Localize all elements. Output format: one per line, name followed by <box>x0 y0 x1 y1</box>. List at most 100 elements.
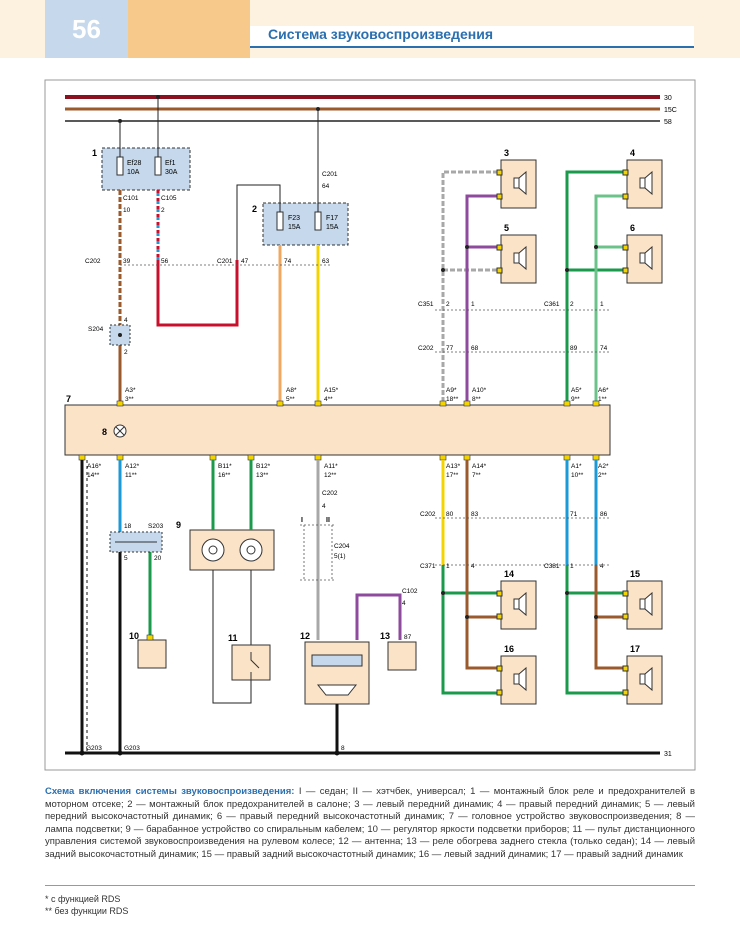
pin-a5: A5* <box>571 387 582 394</box>
fuse-f17-amp: 15A <box>326 224 339 231</box>
wire-green-4 <box>565 170 623 402</box>
pin-b12b: 13** <box>256 472 269 479</box>
pin-80: 80 <box>446 511 454 518</box>
wire-red <box>156 260 239 327</box>
label-7: 7 <box>66 394 71 404</box>
label-5: 5 <box>504 223 509 233</box>
c361-label: C361 <box>544 301 560 308</box>
wire-grey-dash-3 <box>441 170 497 402</box>
fuse-f23-icon <box>276 211 284 231</box>
c381-pin-1: 1 <box>570 563 574 570</box>
c351-pin-2: 2 <box>446 301 450 308</box>
c102-label: C102 <box>402 588 418 595</box>
c381-pin-4: 4 <box>600 563 604 570</box>
relay-13 <box>387 641 417 671</box>
fuse-f17-icon <box>314 211 322 231</box>
pin-a11b: 12** <box>324 472 337 479</box>
rail-31-label: 31 <box>664 751 672 758</box>
junction-15c <box>316 107 320 111</box>
pin-83: 83 <box>471 511 479 518</box>
label-12: 12 <box>300 631 310 641</box>
pin-4c: 4 <box>402 600 406 607</box>
ground-junction-a <box>79 750 85 756</box>
lamp-8-x2 <box>115 426 125 436</box>
pin-a8b: 5** <box>286 396 295 403</box>
speaker-4 <box>622 159 663 209</box>
pin-71: 71 <box>570 511 578 518</box>
page-number: 56 <box>45 0 128 58</box>
c202-low-label: C202 <box>420 511 436 518</box>
caption-divider <box>45 885 695 886</box>
header-accent <box>128 0 250 58</box>
s203-pin-20: 20 <box>154 555 162 562</box>
s203-pin-5: 5 <box>124 555 128 562</box>
junction-grey <box>441 268 445 272</box>
c381-label: C381 <box>544 563 560 570</box>
fuse-ef28-name: Ef28 <box>127 160 142 167</box>
pin-a15: A15* <box>324 387 339 394</box>
pin-39: 39 <box>123 258 131 265</box>
footnote-no-rds: ** без функции RDS <box>45 906 129 916</box>
c105-pin: 2 <box>161 207 165 214</box>
pin-a3b: 3** <box>125 396 134 403</box>
speaker-3 <box>496 159 537 209</box>
c204-label: C204 <box>334 543 350 550</box>
c202-mid-label: C202 <box>418 345 434 352</box>
fuse-f23-amp: 15A <box>288 224 301 231</box>
caption-text: I — седан; II — хэтчбек, универсал; 1 — … <box>45 786 695 860</box>
switch-11-icon <box>250 652 260 680</box>
pin-74a: 74 <box>284 258 292 265</box>
pin-89: 89 <box>570 345 578 352</box>
c201-top-pin: 64 <box>322 183 330 190</box>
c101-pin: 10 <box>123 207 131 214</box>
s204-label: S204 <box>88 326 104 333</box>
fuse-ef28-icon <box>116 156 124 176</box>
fuse-f23-name: F23 <box>288 215 300 222</box>
wire-remote-loop <box>212 570 252 704</box>
pin-63: 63 <box>322 258 330 265</box>
fuse-f17-name: F17 <box>326 215 338 222</box>
antenna-12-body <box>311 654 363 667</box>
wire-violet-3 <box>465 194 497 402</box>
c351-label: C351 <box>418 301 434 308</box>
pin-b11b: 16** <box>218 472 231 479</box>
wire-f23-loop <box>236 184 281 260</box>
c371-pin-1: 1 <box>446 563 450 570</box>
c361-pin-2: 2 <box>570 301 574 308</box>
wire-brown-15 <box>594 565 623 670</box>
fuse-block-2-number: 2 <box>252 204 257 214</box>
antenna-12-icon <box>316 684 358 696</box>
pin-a1b: 10** <box>571 472 584 479</box>
pin-a2b: 2** <box>598 472 607 479</box>
diagram-caption: Схема включения системы звуковоспроизвед… <box>45 786 695 861</box>
c202-ant-label: C202 <box>322 490 338 497</box>
splice-s204-dot <box>118 333 122 337</box>
head-unit-7 <box>64 404 611 456</box>
fuse-ef28-amp: 10A <box>127 169 140 176</box>
pin-a2: A2* <box>598 463 609 470</box>
pin-a10b: 8** <box>472 396 481 403</box>
label-11: 11 <box>228 633 238 643</box>
title-band <box>250 26 694 48</box>
pin-a1: A1* <box>571 463 582 470</box>
label-4: 4 <box>630 148 635 158</box>
s203-label: S203 <box>148 523 164 530</box>
pin-77: 77 <box>446 345 454 352</box>
junction-rear-right-a <box>565 591 569 595</box>
c351-pin-1: 1 <box>471 301 475 308</box>
fuse-ef1-amp: 30A <box>165 169 178 176</box>
c371-label: C371 <box>420 563 436 570</box>
rail-58-label: 58 <box>664 119 672 126</box>
fuse-block-1-number: 1 <box>92 148 97 158</box>
label-13: 13 <box>380 631 390 641</box>
speaker-5 <box>496 234 537 284</box>
pin-a12: A12* <box>125 463 140 470</box>
antenna-ground-junction <box>334 750 340 756</box>
pin-a6b: 1** <box>598 396 607 403</box>
pin-a3: A3* <box>125 387 136 394</box>
label-16: 16 <box>504 644 514 654</box>
c361-pin-1: 1 <box>600 301 604 308</box>
brightness-regulator-10 <box>137 639 167 669</box>
pin-8: 8 <box>341 745 345 752</box>
clock-spring-left-inner <box>208 545 218 555</box>
